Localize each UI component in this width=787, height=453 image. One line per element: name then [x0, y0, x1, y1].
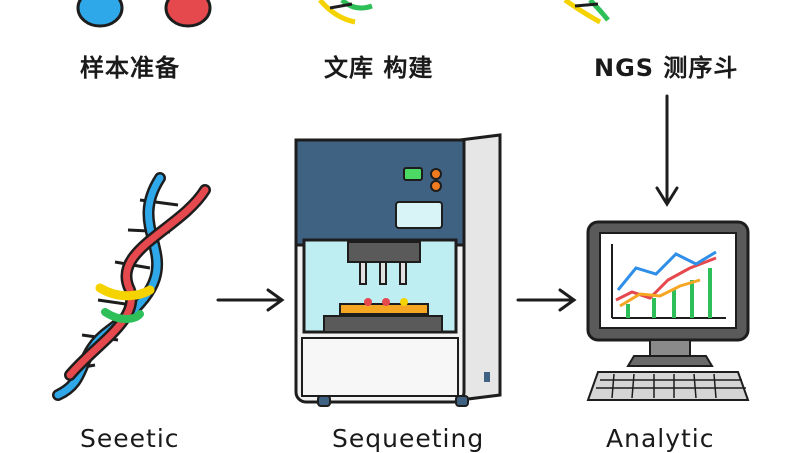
label-sequencing: Sequeeting — [332, 424, 485, 453]
arrow-right-icon — [516, 288, 577, 312]
label-analytic: Analytic — [606, 424, 715, 453]
sequencing-machine-icon — [294, 133, 502, 407]
label-library-build: 文库 构建 — [324, 54, 434, 82]
computer-monitor-icon — [586, 220, 750, 401]
arrow-down-icon — [655, 94, 679, 207]
label-ngs-sequencing: NGS 测序斗 — [594, 54, 739, 82]
dna-strand-top-right-icon — [563, 0, 610, 25]
arrow-right-icon — [216, 288, 285, 312]
label-genetic: Seeetic — [80, 424, 180, 453]
dna-strand-top-icon — [318, 0, 373, 25]
test-tube-icon — [76, 0, 212, 28]
label-sample-prep: 样本准备 — [80, 54, 180, 82]
dna-helix-icon — [52, 172, 211, 401]
